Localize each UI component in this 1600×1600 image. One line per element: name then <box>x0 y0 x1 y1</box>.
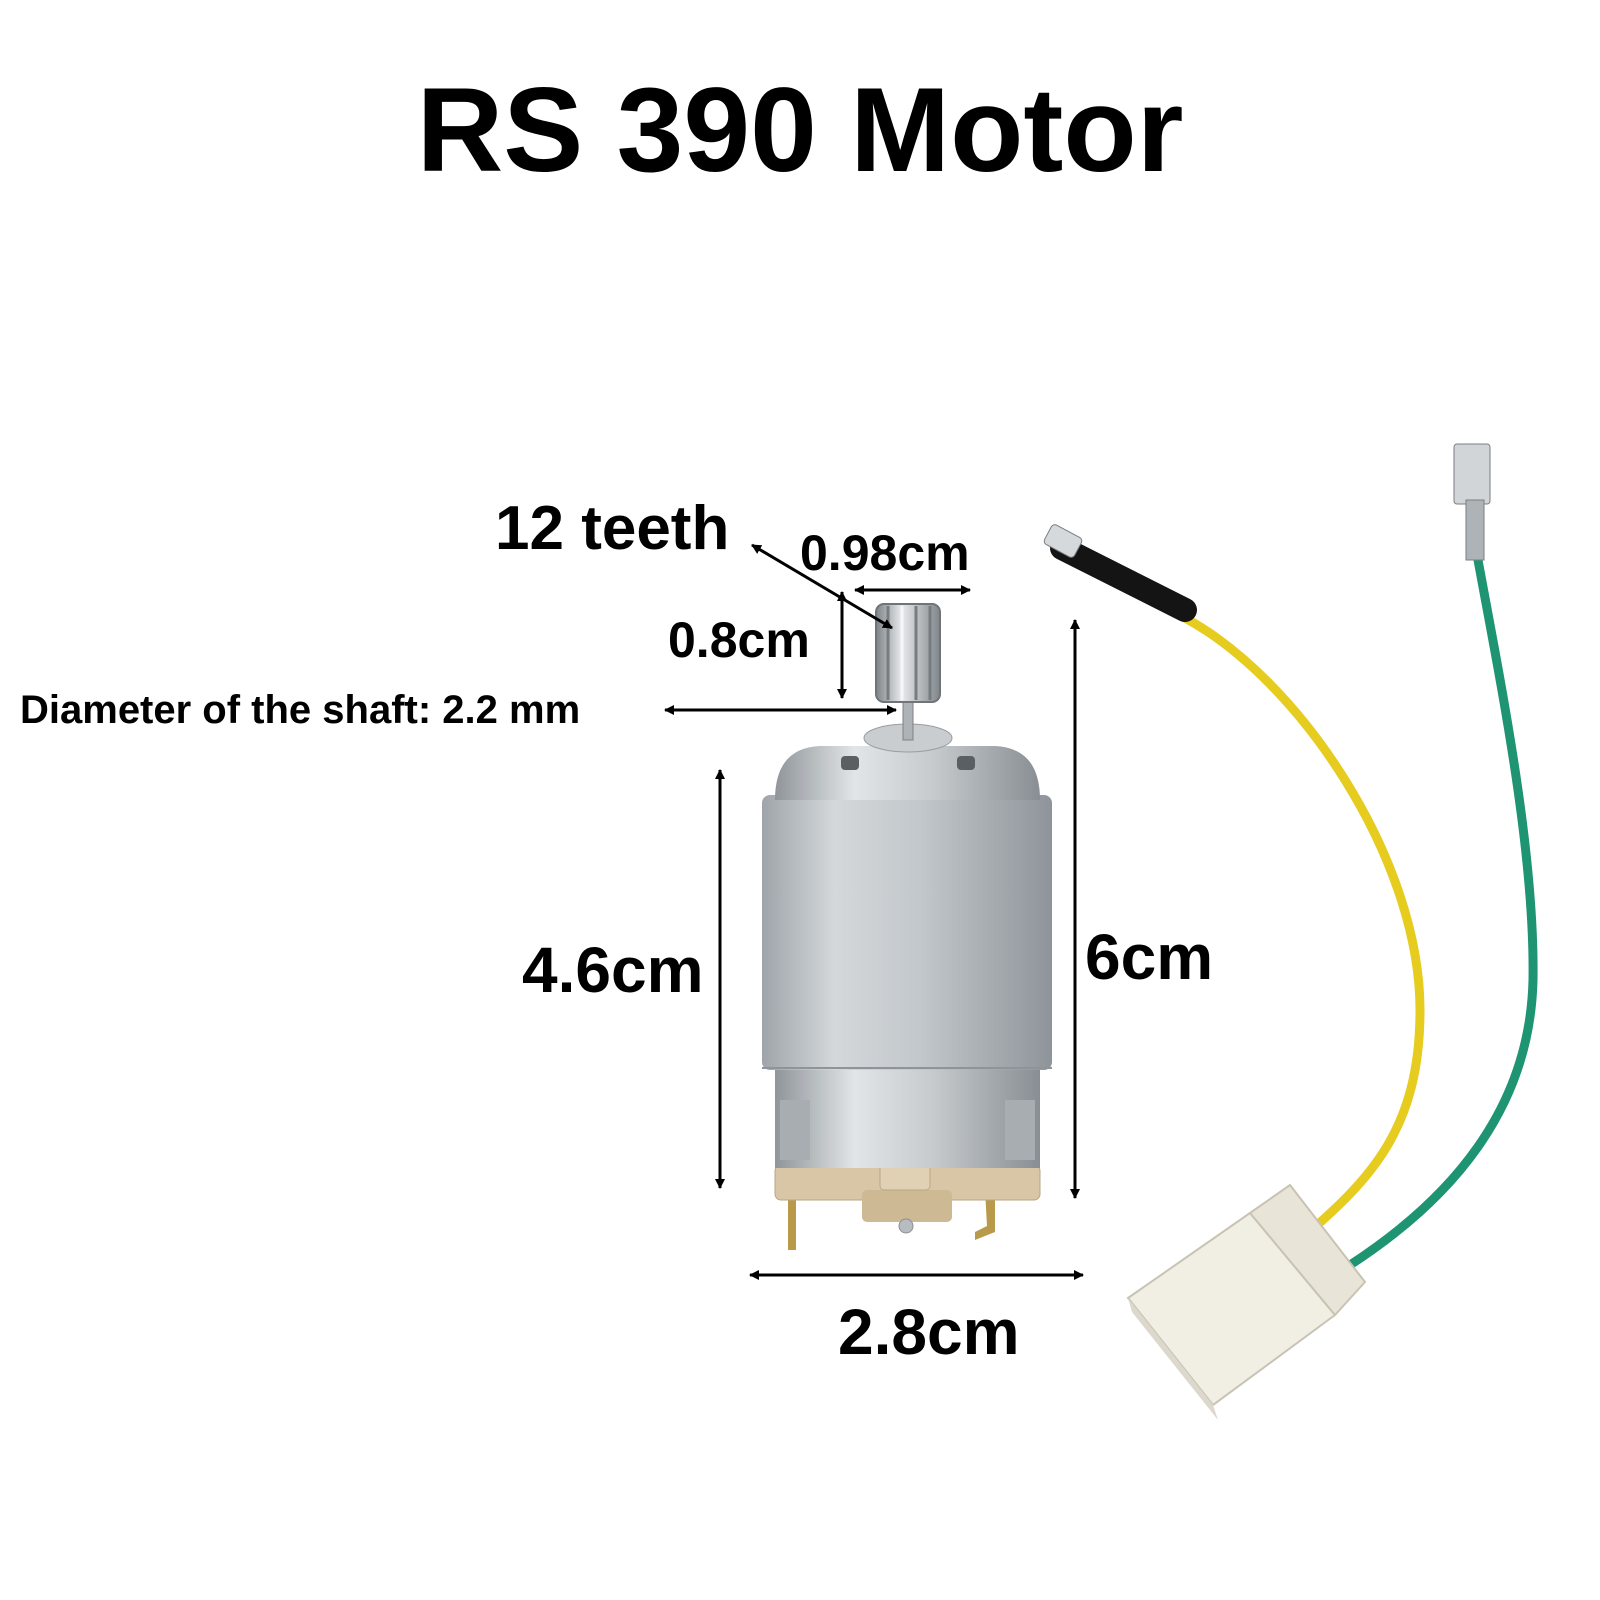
total-length-label: 6cm <box>1085 921 1214 993</box>
dimension-arrows <box>664 543 1084 1280</box>
teeth-label: 12 teeth <box>495 494 730 563</box>
motor-top-cap <box>775 723 1040 800</box>
motor-lower-housing <box>775 1062 1040 1168</box>
motor-can-body <box>762 795 1052 1070</box>
page-title: RS 390 Motor <box>416 63 1184 197</box>
body-length-label: 4.6cm <box>522 934 704 1006</box>
green-wire <box>1345 443 1538 1270</box>
pinion-gear <box>875 603 941 703</box>
motor-width-label: 2.8cm <box>838 1296 1020 1368</box>
gear-height-label: 0.8cm <box>668 612 810 668</box>
wire-connector <box>1126 1183 1367 1420</box>
shaft-diameter-label: Diameter of the shaft: 2.2 mm <box>20 688 581 732</box>
teeth-pointer-arrow <box>751 543 893 630</box>
gear-width-label: 0.98cm <box>800 525 970 581</box>
yellow-wire <box>1043 524 1425 1245</box>
motor-shaft <box>902 699 914 741</box>
motor-terminals <box>788 1190 995 1250</box>
